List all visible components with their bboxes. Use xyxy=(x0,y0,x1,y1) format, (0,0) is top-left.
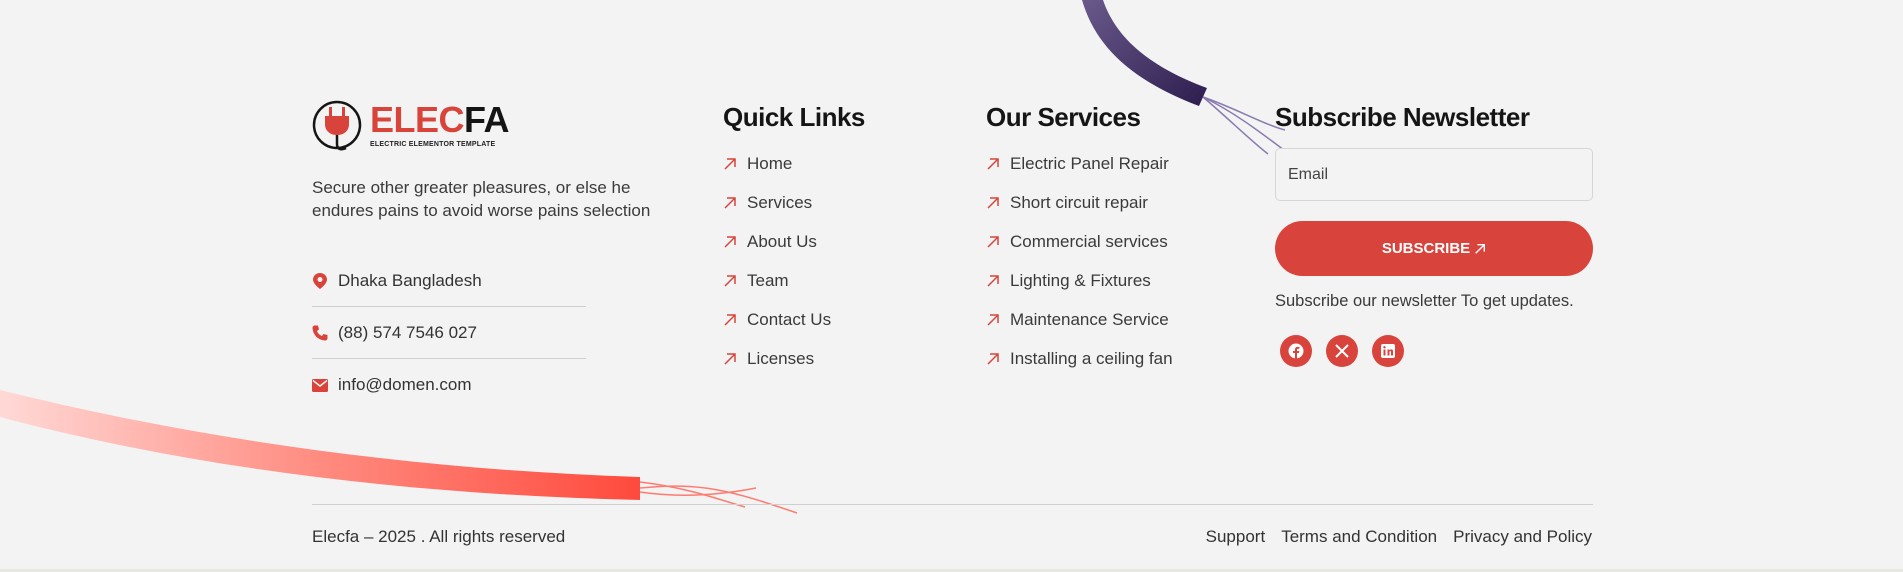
newsletter-note: Subscribe our newsletter To get updates. xyxy=(1275,292,1574,310)
brand-logo[interactable]: ELECFA ELECTRIC ELEMENTOR TEMPLATE xyxy=(312,98,510,152)
privacy-link[interactable]: Privacy and Policy xyxy=(1453,527,1592,546)
brand-name: ELECFA xyxy=(370,99,510,140)
arrow-up-right-icon xyxy=(987,235,999,248)
phone-text[interactable]: (88) 574 7546 027 xyxy=(338,322,477,342)
location-pin-icon xyxy=(312,272,328,289)
subscribe-button[interactable]: SUBSCRIBE xyxy=(1275,221,1593,276)
x-icon xyxy=(1335,344,1349,358)
address-text: Dhaka Bangladesh xyxy=(338,270,482,290)
service-link-lighting[interactable]: Lighting & Fixtures xyxy=(986,261,1173,300)
service-link-panel-repair[interactable]: Electric Panel Repair xyxy=(986,144,1173,183)
service-link-short-circuit[interactable]: Short circuit repair xyxy=(986,183,1173,222)
brand-tagline: ELECTRIC ELEMENTOR TEMPLATE xyxy=(370,141,496,148)
social-links xyxy=(1280,335,1404,367)
contact-list: Dhaka Bangladesh (88) 574 7546 027 info@… xyxy=(312,255,586,411)
quick-links-title: Quick Links xyxy=(723,102,865,132)
services-list: Electric Panel Repair Short circuit repa… xyxy=(986,144,1173,378)
contact-email[interactable]: info@domen.com xyxy=(312,359,586,411)
arrow-up-right-icon xyxy=(724,352,736,365)
quick-link-contact[interactable]: Contact Us xyxy=(723,300,831,339)
arrow-up-right-icon xyxy=(724,313,736,326)
newsletter-email-input[interactable] xyxy=(1275,148,1593,201)
newsletter-title: Subscribe Newsletter xyxy=(1275,102,1530,132)
linkedin-icon xyxy=(1381,344,1395,358)
x-link[interactable] xyxy=(1326,335,1358,367)
arrow-up-right-icon xyxy=(724,157,736,170)
arrow-up-right-icon xyxy=(987,157,999,170)
contact-phone[interactable]: (88) 574 7546 027 xyxy=(312,307,586,359)
service-link-ceiling-fan[interactable]: Installing a ceiling fan xyxy=(986,339,1173,378)
arrow-up-right-icon xyxy=(987,274,999,287)
quick-link-about[interactable]: About Us xyxy=(723,222,831,261)
terms-link[interactable]: Terms and Condition xyxy=(1281,527,1438,546)
phone-icon xyxy=(312,325,328,341)
arrow-up-right-icon xyxy=(724,274,736,287)
quick-link-licenses[interactable]: Licenses xyxy=(723,339,831,378)
envelope-icon xyxy=(312,377,328,393)
facebook-link[interactable] xyxy=(1280,335,1312,367)
service-link-commercial[interactable]: Commercial services xyxy=(986,222,1173,261)
contact-address: Dhaka Bangladesh xyxy=(312,255,586,307)
email-text[interactable]: info@domen.com xyxy=(338,375,472,394)
legal-links: Support Terms and Condition Privacy and … xyxy=(1206,527,1592,547)
arrow-up-right-icon xyxy=(1475,243,1486,254)
service-link-maintenance[interactable]: Maintenance Service xyxy=(986,300,1173,339)
arrow-up-right-icon xyxy=(724,235,736,248)
support-link[interactable]: Support xyxy=(1205,527,1266,546)
arrow-up-right-icon xyxy=(987,352,999,365)
linkedin-link[interactable] xyxy=(1372,335,1404,367)
footer-divider xyxy=(312,504,1593,505)
arrow-up-right-icon xyxy=(987,313,999,326)
bottom-edge-line xyxy=(0,569,1903,572)
copyright-text: Elecfa – 2025 . All rights reserved xyxy=(312,527,566,546)
quick-link-home[interactable]: Home xyxy=(723,144,831,183)
site-footer: ELECFA ELECTRIC ELEMENTOR TEMPLATE Secur… xyxy=(312,0,1593,572)
services-title: Our Services xyxy=(986,102,1141,132)
plug-icon xyxy=(312,100,362,151)
arrow-up-right-icon xyxy=(987,196,999,209)
quick-links-list: Home Services About Us Team Contact Us L… xyxy=(723,144,831,378)
arrow-up-right-icon xyxy=(724,196,736,209)
quick-link-services[interactable]: Services xyxy=(723,183,831,222)
quick-link-team[interactable]: Team xyxy=(723,261,831,300)
facebook-icon xyxy=(1288,343,1304,359)
about-text: Secure other greater pleasures, or else … xyxy=(312,178,651,220)
